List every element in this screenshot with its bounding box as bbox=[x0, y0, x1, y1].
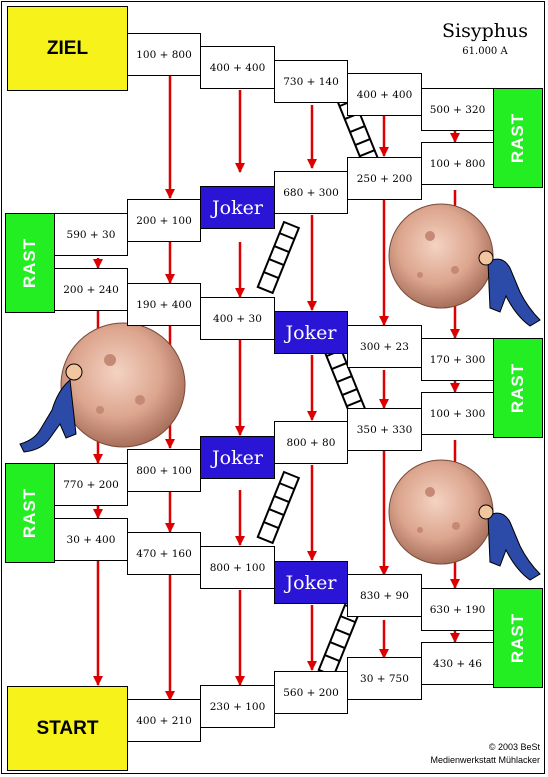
game-field[interactable]: 250 + 200 bbox=[347, 157, 422, 200]
game-field[interactable]: 30 + 400 bbox=[54, 518, 128, 561]
game-field[interactable]: 400 + 210 bbox=[127, 699, 201, 742]
game-field[interactable]: 400 + 400 bbox=[200, 46, 275, 89]
game-title: Sisyphus bbox=[442, 20, 528, 42]
game-subtitle: 61.000 A bbox=[462, 46, 508, 57]
game-field[interactable]: 500 + 320 bbox=[421, 88, 494, 131]
game-field[interactable]: 30 + 750 bbox=[347, 657, 422, 700]
rest-label: RAST bbox=[508, 112, 527, 164]
start-field[interactable]: START bbox=[7, 686, 128, 771]
joker-field[interactable]: Joker bbox=[200, 186, 275, 229]
rest-field[interactable]: RAST bbox=[5, 213, 55, 313]
sisyphus-picture bbox=[388, 203, 541, 327]
game-field[interactable]: 430 + 46 bbox=[421, 642, 494, 685]
credit-line: Medienwerkstatt Mühlacker bbox=[430, 755, 540, 765]
game-field[interactable]: 590 + 30 bbox=[54, 213, 128, 256]
game-field[interactable]: 400 + 30 bbox=[200, 297, 275, 340]
rest-label: RAST bbox=[20, 237, 39, 289]
sisyphus-picture bbox=[19, 322, 186, 453]
game-field[interactable]: 800 + 80 bbox=[274, 421, 348, 464]
game-field[interactable]: 230 + 100 bbox=[200, 685, 275, 728]
rest-field[interactable]: RAST bbox=[493, 338, 543, 438]
game-field[interactable]: 100 + 800 bbox=[421, 142, 494, 185]
game-field[interactable]: 200 + 240 bbox=[54, 268, 128, 311]
game-field[interactable]: 300 + 23 bbox=[347, 325, 422, 368]
game-field[interactable]: 400 + 400 bbox=[347, 73, 422, 116]
rest-field[interactable]: RAST bbox=[5, 463, 55, 563]
game-field[interactable]: 770 + 200 bbox=[54, 463, 128, 506]
game-field[interactable]: 170 + 300 bbox=[421, 338, 494, 381]
game-field[interactable]: 470 + 160 bbox=[127, 532, 201, 575]
game-field[interactable]: 350 + 330 bbox=[347, 408, 422, 451]
game-field[interactable]: 630 + 190 bbox=[421, 588, 494, 631]
game-field[interactable]: 560 + 200 bbox=[274, 671, 348, 714]
sisyphus-picture bbox=[388, 459, 541, 581]
credit-line: © 2003 BeSt bbox=[488, 742, 540, 752]
rest-label: RAST bbox=[508, 362, 527, 414]
joker-field[interactable]: Joker bbox=[200, 436, 275, 479]
ladder-icon bbox=[256, 220, 301, 295]
rest-label: RAST bbox=[20, 487, 39, 539]
game-field[interactable]: 800 + 100 bbox=[127, 449, 201, 492]
ladder-icon bbox=[256, 470, 301, 545]
game-field[interactable]: 200 + 100 bbox=[127, 199, 201, 242]
rest-field[interactable]: RAST bbox=[493, 88, 543, 188]
game-field[interactable]: 190 + 400 bbox=[127, 283, 201, 326]
rest-label: RAST bbox=[508, 612, 527, 664]
rest-field[interactable]: RAST bbox=[493, 588, 543, 688]
game-field[interactable]: 730 + 140 bbox=[274, 60, 348, 103]
game-field[interactable]: 680 + 300 bbox=[274, 171, 348, 214]
joker-field[interactable]: Joker bbox=[274, 561, 348, 604]
joker-field[interactable]: Joker bbox=[274, 311, 348, 354]
game-field[interactable]: 830 + 90 bbox=[347, 574, 422, 617]
game-field[interactable]: 800 + 100 bbox=[200, 546, 275, 589]
game-field[interactable]: 100 + 800 bbox=[127, 33, 201, 76]
goal-field[interactable]: ZIEL bbox=[7, 6, 128, 91]
game-field[interactable]: 100 + 300 bbox=[421, 392, 494, 435]
